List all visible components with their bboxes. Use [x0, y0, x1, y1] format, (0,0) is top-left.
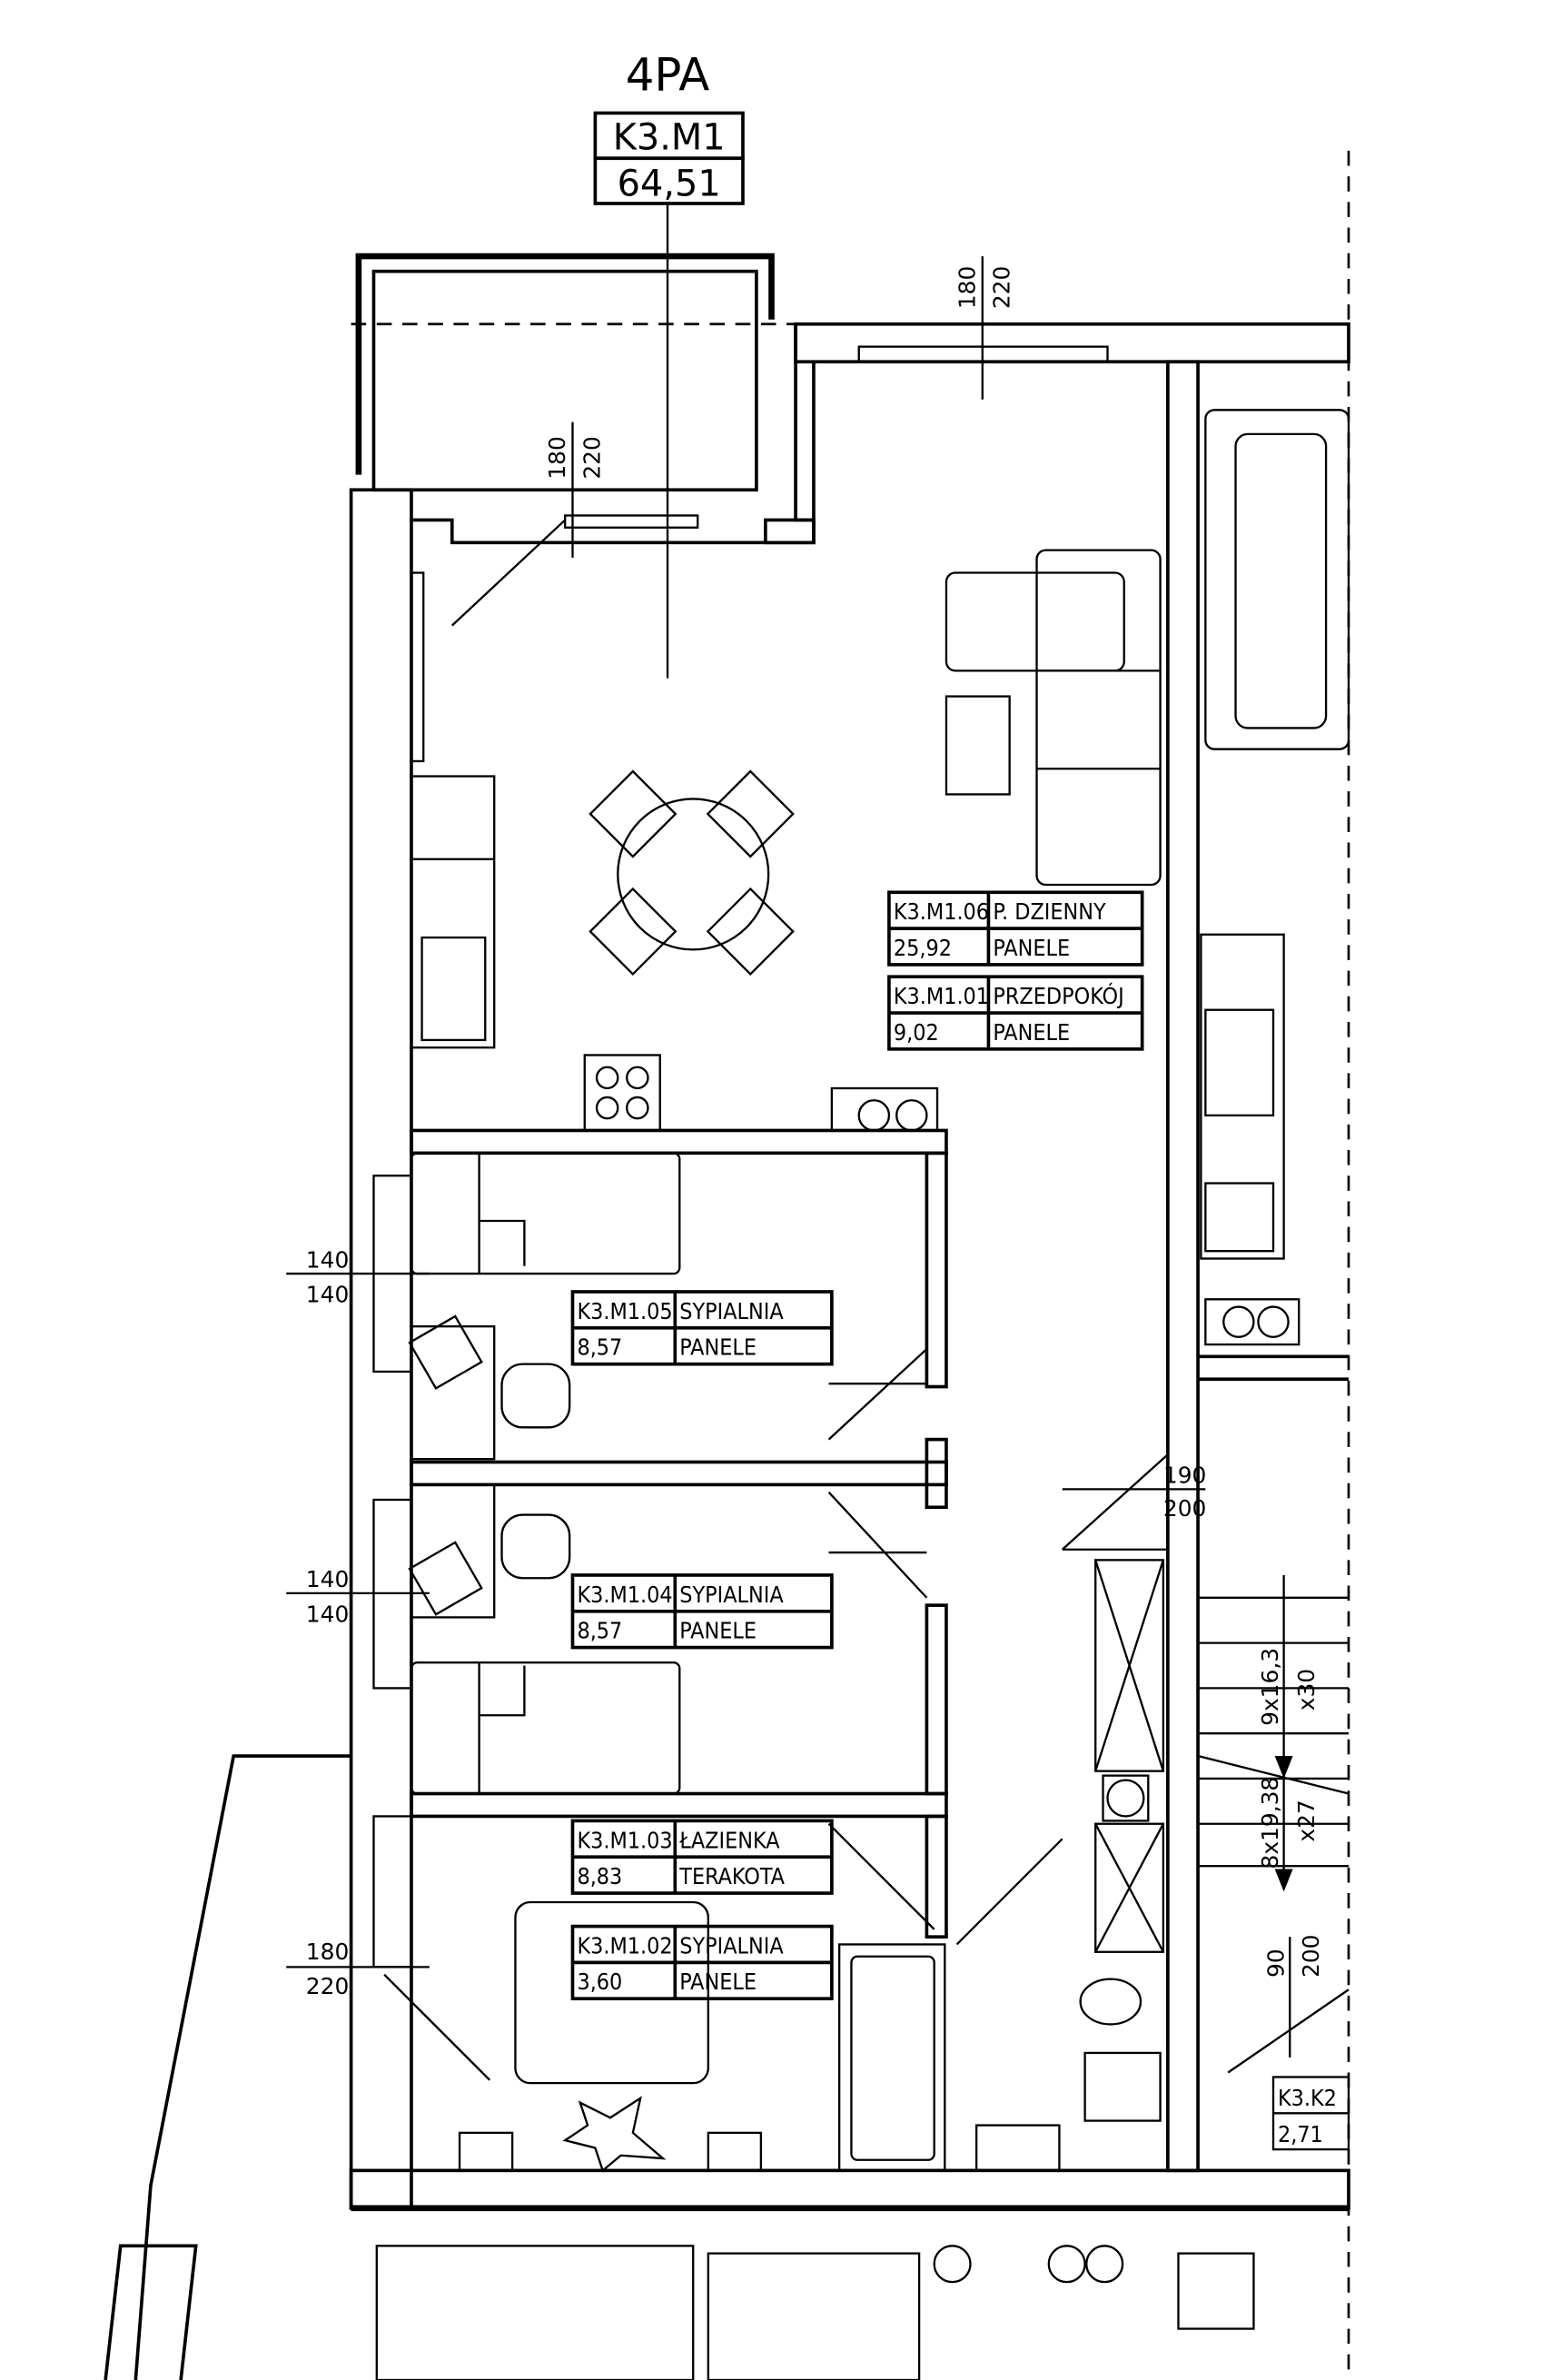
svg-text:x27: x27: [1293, 1800, 1320, 1841]
svg-text:PANELE: PANELE: [993, 1019, 1070, 1046]
svg-text:180: 180: [306, 1939, 349, 1965]
neighbor-unit: K3.K2 2,71: [1197, 409, 1350, 2151]
dim-stair-door: 90 200: [1263, 1934, 1324, 2058]
unit-area: 64,51: [618, 164, 721, 205]
svg-text:8,57: 8,57: [577, 1334, 622, 1361]
svg-text:90: 90: [1263, 1949, 1290, 1978]
svg-text:140: 140: [306, 1246, 349, 1273]
svg-text:K3.M1.06: K3.M1.06: [894, 898, 989, 925]
svg-text:140: 140: [306, 1282, 349, 1308]
dim-bedroom2-window: 140 140: [286, 1566, 430, 1627]
neighbor-area: 2,71: [1278, 2121, 1323, 2147]
windows: [372, 345, 1109, 1968]
svg-text:K3.M1.03: K3.M1.03: [577, 1827, 672, 1853]
svg-text:25,92: 25,92: [894, 935, 952, 961]
dim-entry-door: 190 200: [1062, 1463, 1206, 1522]
svg-text:220: 220: [306, 1973, 349, 1999]
unit-area-box: [593, 156, 745, 205]
balcony: [355, 253, 775, 492]
svg-text:180: 180: [954, 266, 980, 309]
svg-text:200: 200: [1163, 1495, 1206, 1522]
svg-text:K3.M1.02: K3.M1.02: [577, 1932, 672, 1959]
svg-text:K3.M1.04: K3.M1.04: [577, 1582, 672, 1608]
svg-text:200: 200: [1298, 1934, 1324, 1977]
dim-stairs-lower: 8x19,38 x27: [1257, 1756, 1320, 1892]
walls: [349, 322, 1350, 2212]
svg-text:SYPIALNIA: SYPIALNIA: [679, 1582, 784, 1608]
svg-text:190: 190: [1163, 1463, 1206, 1489]
bed-2: [410, 1661, 681, 1795]
svg-text:8x19,38: 8x19,38: [1257, 1777, 1283, 1869]
unit-type-label: 4PA: [626, 49, 710, 102]
kitchen: [410, 571, 939, 1132]
svg-text:220: 220: [579, 436, 605, 479]
doors: [383, 519, 1350, 2081]
svg-text:PANELE: PANELE: [679, 1968, 757, 1995]
unit-code: K3.M1: [613, 116, 726, 158]
coffee-table: [945, 695, 1011, 796]
svg-text:K3.M1.01: K3.M1.01: [894, 983, 989, 1009]
dining-table: [589, 769, 795, 977]
svg-text:PANELE: PANELE: [993, 935, 1070, 961]
svg-text:PANELE: PANELE: [679, 1618, 757, 1644]
room-label-bedroom-2: K3.M1.04 SYPIALNIA 8,57 PANELE: [570, 1573, 834, 1650]
dim-living-window: 180 220: [954, 256, 1015, 400]
bathroom-fixtures: [838, 1559, 1165, 2172]
svg-text:180: 180: [544, 436, 570, 479]
svg-text:SYPIALNIA: SYPIALNIA: [679, 1932, 784, 1959]
svg-text:140: 140: [306, 1601, 349, 1627]
room-label-bedroom-3: K3.M1.02 SYPIALNIA 3,60 PANELE: [570, 1924, 834, 2001]
dim-bedroom1-window: 140 140: [286, 1246, 430, 1308]
svg-text:8,57: 8,57: [577, 1618, 622, 1644]
svg-text:9x16,3: 9x16,3: [1257, 1648, 1283, 1726]
desk-2: [408, 1483, 571, 1619]
svg-text:P. DZIENNY: P. DZIENNY: [993, 898, 1106, 925]
svg-text:SYPIALNIA: SYPIALNIA: [679, 1298, 784, 1324]
room-label-bedroom-1: K3.M1.05 SYPIALNIA 8,57 PANELE: [570, 1290, 834, 1366]
neighbor-code: K3.K2: [1278, 2085, 1337, 2111]
bed-1: [410, 1152, 681, 1275]
svg-text:9,02: 9,02: [894, 1019, 939, 1046]
dim-stairs-upper: 9x16,3 x30: [1257, 1648, 1320, 1726]
svg-text:ŁAZIENKA: ŁAZIENKA: [678, 1827, 780, 1853]
svg-text:K3.M1.05: K3.M1.05: [577, 1298, 672, 1324]
svg-text:140: 140: [306, 1566, 349, 1592]
svg-text:3,60: 3,60: [577, 1968, 622, 1995]
svg-text:220: 220: [989, 266, 1015, 309]
svg-text:PRZEDPOKÓJ: PRZEDPOKÓJ: [993, 982, 1123, 1009]
svg-text:TERAKOTA: TERAKOTA: [678, 1863, 785, 1889]
lower-floor-fragment: [104, 1754, 1255, 2380]
bed-3: [458, 1900, 763, 2173]
desk-1: [408, 1314, 571, 1461]
dim-balcony-door: 180 220: [544, 421, 605, 558]
dim-bedroom3-door: 180 220: [286, 1939, 430, 1999]
sofa: [945, 549, 1162, 887]
svg-text:8,83: 8,83: [577, 1863, 622, 1889]
svg-text:x30: x30: [1293, 1669, 1320, 1711]
svg-text:PANELE: PANELE: [679, 1334, 757, 1361]
